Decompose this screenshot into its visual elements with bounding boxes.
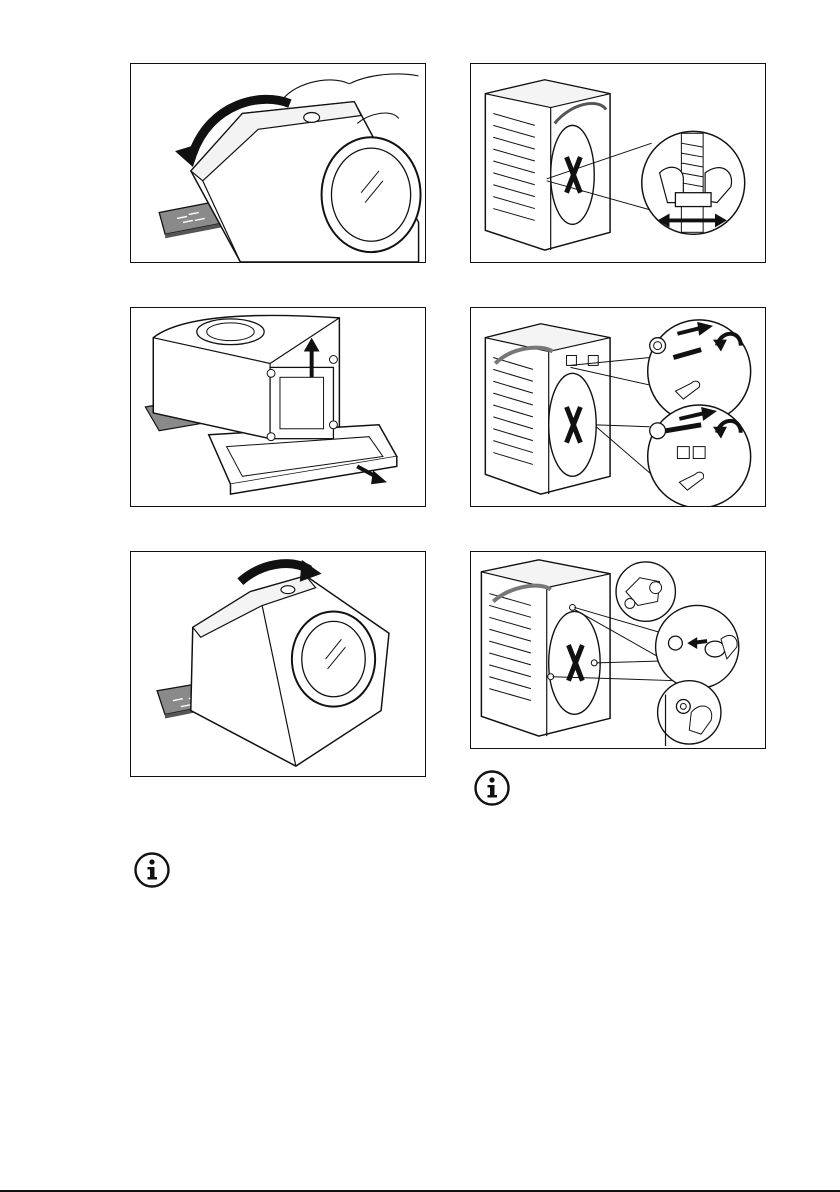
tilt-machine-back-illustration <box>131 64 425 262</box>
figure-tilt-forward <box>130 551 426 777</box>
figure-tilt-back <box>130 63 426 263</box>
info-icon <box>133 851 171 889</box>
remove-polystyrene-base-illustration <box>131 308 425 506</box>
tilt-machine-forward-illustration <box>131 552 425 776</box>
figure-remove-base <box>130 307 426 507</box>
remove-hose-clamp-illustration <box>471 64 765 262</box>
insert-plastic-caps-illustration <box>471 552 765 748</box>
unscrew-transit-bolts-illustration <box>471 308 765 506</box>
info-icon <box>473 769 511 807</box>
figure-remove-hose-clip <box>470 63 766 263</box>
figure-insert-plugs <box>470 551 766 749</box>
figure-remove-transit-bolts <box>470 307 766 507</box>
